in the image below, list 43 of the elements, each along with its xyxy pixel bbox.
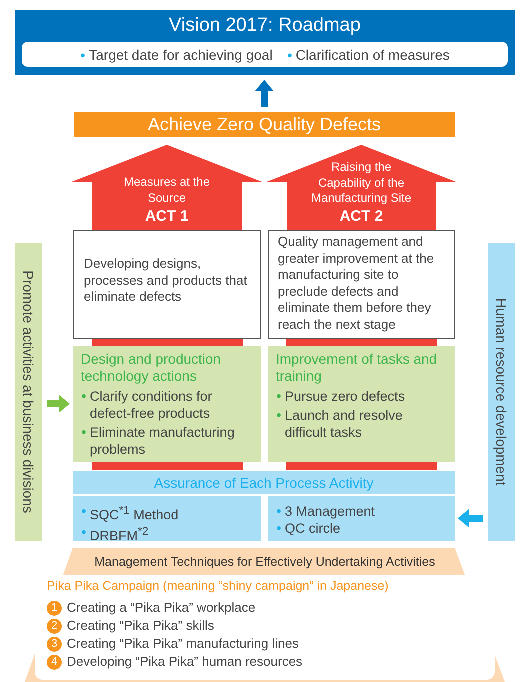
side-band <box>488 243 515 541</box>
method-box <box>268 496 455 541</box>
bullet-text: Target date for achieving goal <box>80 46 273 62</box>
bullet-text: Clarification of measures <box>286 46 450 62</box>
method-box <box>73 496 261 541</box>
goal-bar <box>22 42 508 67</box>
step-number: 4 <box>47 655 62 670</box>
act-panel <box>72 145 262 230</box>
roadmap-banner <box>15 10 515 75</box>
side-label: Promote activities at business divisions <box>20 270 36 514</box>
step-number: 1 <box>47 601 62 616</box>
panel-heading: Management Techniques for Effectively Undertaking Activities <box>94 555 436 569</box>
arrow <box>47 394 70 414</box>
side-band <box>15 243 42 541</box>
side-label: Human resource development <box>494 298 510 486</box>
step-number: 2 <box>47 619 62 634</box>
description-box <box>268 230 455 339</box>
techniques-trapezoid <box>25 548 505 682</box>
description-box <box>73 230 261 339</box>
arrow <box>255 80 274 107</box>
act-title: Measures at the Source <box>122 175 212 206</box>
step-text: Creating “Pika Pika” skills <box>67 618 214 633</box>
arrow <box>458 509 483 528</box>
step-text: Creating a “Pika Pika” workplace <box>67 600 256 615</box>
action-box <box>73 346 261 462</box>
act-title: Raising the Capability of the Manufacturing Site <box>310 160 413 206</box>
bar-title: Assurance of Each Process Activity <box>153 474 375 490</box>
act-label: ACT 2 <box>338 208 384 225</box>
act-panel <box>267 145 456 230</box>
action-box <box>268 346 455 462</box>
description-text: Developing designs, processes and products that eliminate defects <box>83 255 248 306</box>
box-heading: Design and production technology actions <box>81 351 222 385</box>
campaign-title: Pika Pika Campaign (meaning “shiny campaign” in Japanese) <box>47 579 389 593</box>
activity-bar <box>73 471 455 494</box>
bar-title: Achieve Zero Quality Defects <box>146 114 382 135</box>
goal-bar <box>74 112 455 137</box>
banner-title: Vision 2017: Roadmap <box>168 15 362 37</box>
step-text: Creating “Pika Pika” manufacturing lines <box>67 636 299 651</box>
description-text: Quality management and greater improvement at the manufacturing site to preclude defects and eliminate them before they reach the next stage <box>277 233 436 333</box>
step-number: 3 <box>47 637 62 652</box>
act-label: ACT 1 <box>144 208 190 225</box>
box-heading: Improvement of tasks and training <box>276 351 438 385</box>
step-text: Developing “Pika Pika” human resources <box>67 654 303 669</box>
